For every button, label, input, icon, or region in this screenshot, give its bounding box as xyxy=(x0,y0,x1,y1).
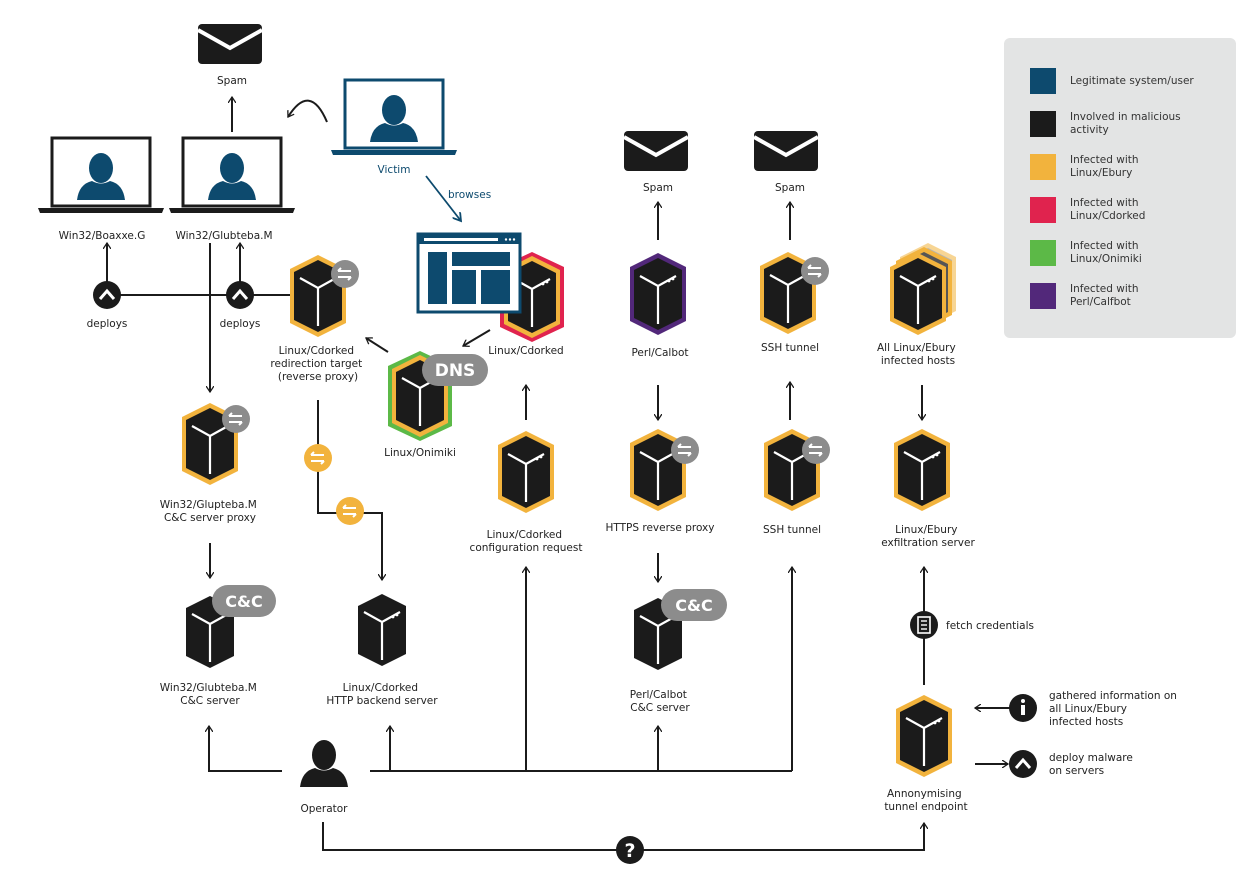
server-glupteba-proxy xyxy=(182,403,250,485)
legend-item-malicious: Involved in malicious activity xyxy=(1030,111,1230,137)
server-cdorked-backend xyxy=(356,592,408,668)
legend-swatch xyxy=(1030,283,1056,309)
glubteba-client-label: Win32/Glubteba.M xyxy=(175,230,272,242)
laptop-victim xyxy=(331,78,457,155)
legend: Legitimate system/user Involved in malic… xyxy=(1004,38,1236,338)
victim-label: Victim xyxy=(378,164,411,176)
legend-item-ebury: Infected with Linux/Ebury xyxy=(1030,154,1230,180)
deploy-icon xyxy=(226,281,254,309)
proxy-swap-icon xyxy=(222,405,250,433)
proxy-swap-icon xyxy=(801,257,829,285)
glubteba-cc-label: Win32/Glubteba.M C&C server xyxy=(160,682,260,707)
ssh-tunnel-top-label: SSH tunnel xyxy=(761,342,819,354)
server-cdorked-redirect xyxy=(290,255,359,337)
legend-label: Infected with Linux/Ebury xyxy=(1070,154,1139,179)
legend-swatch xyxy=(1030,240,1056,266)
server-anon-tunnel-endpoint xyxy=(896,695,952,777)
legend-item-legitimate: Legitimate system/user xyxy=(1030,68,1230,94)
glupteba-proxy-label: Win32/Glupteba.M C&C server proxy xyxy=(160,499,260,524)
cc-badge: C&C xyxy=(212,585,276,617)
spam-label-2: Spam xyxy=(643,182,673,194)
legend-swatch xyxy=(1030,68,1056,94)
legend-swatch xyxy=(1030,111,1056,137)
browses-label: browses xyxy=(448,189,491,201)
https-proxy-label: HTTPS reverse proxy xyxy=(606,522,715,534)
server-ssh-tunnel-top xyxy=(760,252,829,334)
calbot-cc-label: Perl/Calbot C&C server xyxy=(630,689,691,714)
svg-text:?: ? xyxy=(624,840,635,862)
ebury-exfil-label: Linux/Ebury exfiltration server xyxy=(881,524,975,549)
legend-item-cdorked: Infected with Linux/Cdorked xyxy=(1030,197,1230,223)
server-cdorked-config xyxy=(498,431,554,513)
deploy-malware-label: deploy malware on servers xyxy=(1049,752,1136,777)
legend-swatch xyxy=(1030,197,1056,223)
operator-label: Operator xyxy=(301,803,349,815)
deploy-icon xyxy=(1009,750,1037,778)
infection-curve-arrow xyxy=(287,99,328,123)
server-ssh-tunnel-mid xyxy=(764,429,830,511)
legend-label: Infected with Linux/Onimiki xyxy=(1070,240,1142,265)
anon-endpoint-label: Annonymising tunnel endpoint xyxy=(884,788,967,813)
mail-icon xyxy=(196,22,264,66)
cdorked-config-label: Linux/Cdorked configuration request xyxy=(470,529,583,554)
question-mark-icon: ? xyxy=(616,836,644,864)
deploys-label-2: deploys xyxy=(220,318,261,330)
spam-label-1: Spam xyxy=(217,75,247,87)
server-perl-calbot xyxy=(630,253,686,335)
spam-label-3: Spam xyxy=(775,182,805,194)
cdorked-backend-label: Linux/Cdorked HTTP backend server xyxy=(326,682,438,707)
ssh-tunnel-mid-label: SSH tunnel xyxy=(763,524,821,536)
credentials-document-icon xyxy=(910,611,938,639)
browses-arrow xyxy=(425,175,461,221)
deploy-icon xyxy=(93,281,121,309)
svg-text:C&C: C&C xyxy=(225,592,262,611)
server-ebury-exfiltration xyxy=(894,429,950,511)
svg-text:C&C: C&C xyxy=(675,596,712,615)
all-ebury-label: All Linux/Ebury infected hosts xyxy=(877,342,959,367)
onimiki-label: Linux/Onimiki xyxy=(384,447,456,459)
legend-item-onimiki: Infected with Linux/Onimiki xyxy=(1030,240,1230,266)
proxy-swap-icon xyxy=(336,497,364,525)
operator-person-icon xyxy=(300,740,348,787)
dns-badge: DNS xyxy=(422,354,488,386)
server-https-reverse-proxy xyxy=(630,429,699,511)
laptop-glubteba xyxy=(169,136,295,213)
mail-icon xyxy=(622,129,690,173)
server-all-ebury-hosts xyxy=(890,243,956,335)
cdorked-label: Linux/Cdorked xyxy=(488,345,563,357)
boaxxe-label: Win32/Boaxxe.G xyxy=(59,230,146,242)
cdorked-redirect-label: Linux/Cdorked redirection target (revers… xyxy=(270,345,365,383)
proxy-swap-icon xyxy=(802,436,830,464)
fetch-credentials-label: fetch credentials xyxy=(946,620,1034,632)
connectors xyxy=(107,97,1010,851)
perl-calbot-label: Perl/Calbot xyxy=(631,347,688,359)
legend-item-calfbot: Infected with Perl/Calfbot xyxy=(1030,283,1230,309)
legend-swatch xyxy=(1030,154,1056,180)
info-icon xyxy=(1009,694,1037,722)
legend-label: Infected with Perl/Calfbot xyxy=(1070,283,1139,308)
gathered-info-label: gathered information on all Linux/Ebury … xyxy=(1049,690,1180,728)
laptop-boaxxe xyxy=(38,136,164,213)
legend-label: Infected with Linux/Cdorked xyxy=(1070,197,1146,222)
cc-badge: C&C xyxy=(661,589,727,621)
website-icon xyxy=(416,232,522,314)
proxy-swap-icon xyxy=(671,436,699,464)
deploys-label-1: deploys xyxy=(87,318,128,330)
legend-label: Legitimate system/user xyxy=(1070,74,1194,87)
mail-icon xyxy=(752,129,820,173)
proxy-swap-icon xyxy=(304,444,332,472)
legend-label: Involved in malicious activity xyxy=(1070,111,1181,136)
proxy-swap-icon xyxy=(331,260,359,288)
svg-text:DNS: DNS xyxy=(435,361,476,381)
